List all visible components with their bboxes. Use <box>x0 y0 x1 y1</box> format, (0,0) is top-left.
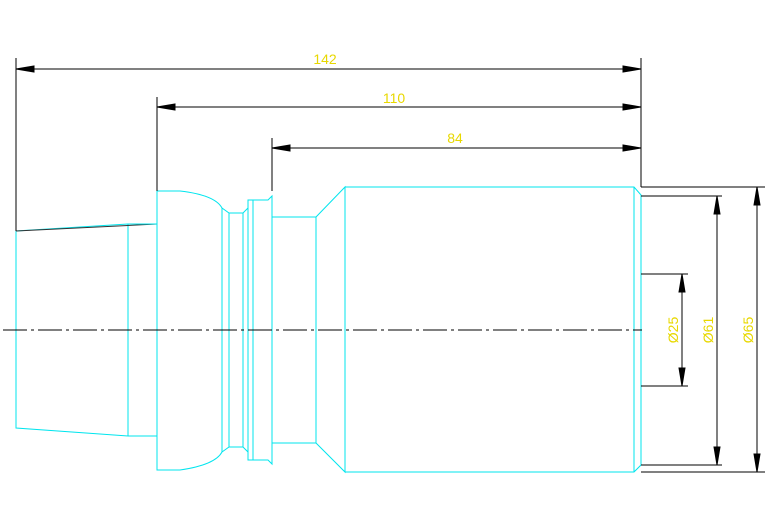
label-d61: Ø61 <box>700 317 716 344</box>
arrow-d65-bottom <box>753 453 761 473</box>
arrow-110-left <box>156 103 176 111</box>
neck-chamfer <box>315 185 346 474</box>
arrow-d25-bottom <box>678 367 686 387</box>
arrow-110-right <box>622 103 642 111</box>
label-84: 84 <box>447 130 463 146</box>
arrow-84-left <box>271 144 291 152</box>
tail-top-edge <box>15 223 158 232</box>
arrow-84-right <box>622 144 642 152</box>
arrow-142-left <box>15 65 35 73</box>
ring-flange <box>247 194 273 466</box>
arrow-d61-top <box>713 195 721 215</box>
label-d25: Ø25 <box>665 317 681 344</box>
dimension-labels: 142 110 84 Ø25 Ø61 Ø65 <box>313 51 756 343</box>
label-d65: Ø65 <box>740 317 756 344</box>
arrow-d25-top <box>678 273 686 293</box>
label-142: 142 <box>313 51 337 67</box>
dimension-lines <box>15 58 765 473</box>
arrow-142-right <box>622 65 642 73</box>
neck-section <box>272 216 317 444</box>
arrow-d65-top <box>753 186 761 206</box>
arrow-d61-bottom <box>713 446 721 466</box>
label-110: 110 <box>383 90 406 106</box>
